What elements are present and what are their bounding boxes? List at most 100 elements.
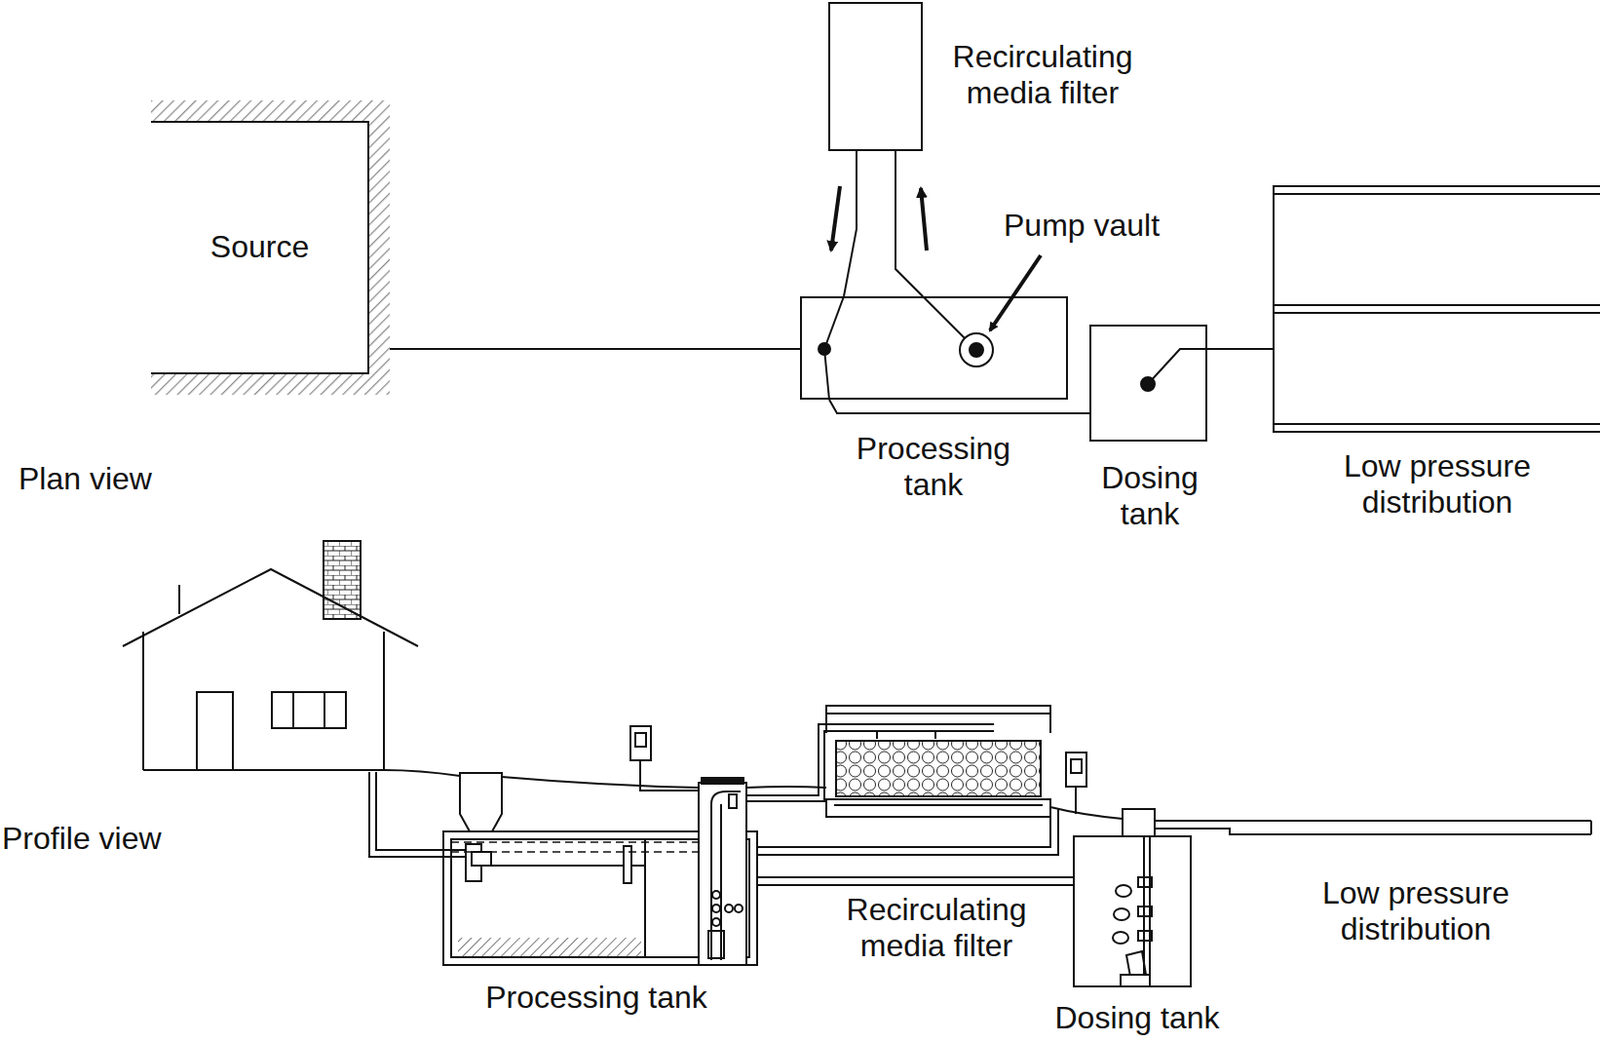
- plan-details-part: [1147, 348, 1208, 384]
- media-filter-profile-part: [757, 816, 1051, 847]
- dosing-tank-profile-part: [1113, 908, 1130, 920]
- media-filter-profile-part: [757, 876, 1074, 878]
- house-part: [323, 691, 326, 728]
- processing-tank-profile-part: [720, 803, 723, 960]
- pipe-line: [895, 151, 923, 297]
- dosing-tank-box: Dosing tank: [1089, 324, 1208, 442]
- trench-end: [1272, 185, 1275, 433]
- media-filter-profile-part: [757, 808, 1059, 855]
- dosing-tank-profile-part: [1138, 876, 1152, 887]
- trench-line: [1272, 192, 1600, 195]
- media-filter-profile-part: [825, 713, 828, 733]
- media-filter-profile-part: [876, 730, 878, 739]
- wall-edge: [151, 121, 369, 374]
- plan-details-part: [969, 342, 984, 357]
- dosing-tank-profile-part: [1112, 931, 1129, 944]
- processing-tank-profile-part: [734, 904, 743, 913]
- trench-line: [1272, 311, 1600, 314]
- processing-tank-box: Processing tank: [800, 296, 1068, 400]
- dosing-tank-profile-part: [1154, 828, 1592, 835]
- dosing-tank-profile-part: [1590, 820, 1593, 835]
- dosing-tank-profile-part: [1126, 951, 1146, 977]
- house-part: [178, 584, 181, 614]
- dosing-tank-profile-part: [1122, 808, 1155, 837]
- ground-line-part: [1050, 806, 1123, 819]
- media-filter-profile-part: [757, 883, 1074, 886]
- processing-tank-profile-part: [728, 794, 737, 808]
- control-panel-part: [1066, 752, 1087, 787]
- flow-arrow: [920, 188, 927, 251]
- source-box: Source: [151, 100, 390, 395]
- house-part: [271, 691, 346, 728]
- media-filter-profile-part: [934, 730, 937, 739]
- house-part: [382, 631, 385, 770]
- trench-line: [1272, 185, 1600, 188]
- media-filter-profile-part: [826, 705, 1051, 714]
- distribution-field: Low pressure distribution: [1272, 185, 1600, 433]
- control-panel-part: [635, 732, 647, 747]
- house-part: [142, 631, 145, 770]
- dosing-tank-profile-part: [1138, 930, 1152, 941]
- media-filter-profile: [746, 705, 1074, 885]
- node-label: Low pressure distribution: [1320, 448, 1555, 521]
- processing-tank-profile-part: [459, 772, 502, 832]
- ground-line-part: [143, 768, 384, 771]
- house-part: [292, 691, 295, 728]
- pipe-line: [829, 399, 1090, 414]
- pipe-line: [389, 347, 800, 350]
- processing-tank-profile-part: [471, 851, 492, 866]
- view-title: Plan view: [18, 460, 153, 497]
- processing-tank-profile-part: [712, 890, 721, 899]
- plan-details-part: [824, 296, 844, 349]
- processing-tank-profile-part: [712, 917, 721, 926]
- flow-arrow: [831, 186, 840, 251]
- ground-line-part: [501, 776, 699, 788]
- house-part: [122, 569, 419, 647]
- media-filter-profile-part: [826, 799, 1051, 817]
- processing-tank-profile-part: [451, 850, 699, 853]
- dosing-tank-profile-part: [1138, 906, 1152, 916]
- processing-tank-profile-part: [451, 840, 699, 843]
- trench-line: [1272, 304, 1600, 306]
- pipe-connector: [389, 348, 800, 350]
- media-filter-profile-part: [836, 740, 1041, 797]
- pipe-connector: [829, 399, 1090, 414]
- trench-lines: [1272, 185, 1600, 433]
- processing-tank-profile-part: [701, 777, 744, 784]
- filter-box: Recirculating media filter: [828, 1, 923, 152]
- pipe-line: [1207, 347, 1273, 350]
- processing-tank-profile-part: [457, 937, 642, 957]
- plan-details-part: [824, 348, 830, 400]
- view-title: Profile view: [1, 820, 162, 857]
- control-panel-part: [640, 760, 699, 791]
- house: [122, 540, 419, 770]
- dosing-tank-profile: [1073, 808, 1592, 987]
- ground-line-part: [383, 769, 460, 776]
- plan-details-part: [1141, 377, 1155, 391]
- component-label: Recirculating media filter: [819, 891, 1054, 964]
- pipe-connector: [1207, 348, 1273, 350]
- dosing-tank-profile-part: [1073, 836, 1191, 987]
- trench-line: [1272, 430, 1600, 433]
- node-label: Dosing tank: [1076, 459, 1223, 533]
- component-label: Processing tank: [469, 979, 724, 1016]
- component-label: Low pressure distribution: [1298, 875, 1533, 948]
- control-panel-part: [1070, 759, 1082, 773]
- processing-tank-profile-part: [710, 803, 713, 960]
- house-part: [143, 631, 384, 770]
- house-part: [196, 691, 233, 770]
- trench-line: [1272, 422, 1600, 425]
- processing-tank-profile-part: [491, 864, 646, 867]
- plan-details-part: [990, 255, 1041, 331]
- component-label: Dosing tank: [1039, 999, 1235, 1036]
- processing-tank-profile-part: [724, 904, 733, 913]
- dosing-tank-profile-part: [1154, 819, 1592, 822]
- wall-hatch: [151, 100, 390, 395]
- media-filter-profile-part: [1049, 713, 1052, 733]
- plan-details-part: [818, 342, 831, 355]
- dosing-tank-profile-part: [1115, 884, 1132, 897]
- processing-tank-profile-part: [708, 930, 724, 958]
- pipe-connector: [895, 151, 927, 297]
- pipe-line: [843, 151, 857, 297]
- processing-tank-profile-part: [698, 782, 747, 965]
